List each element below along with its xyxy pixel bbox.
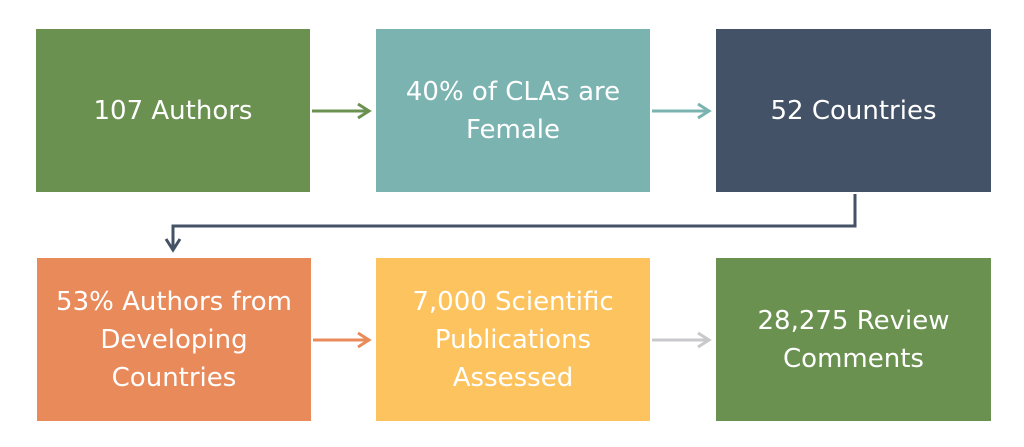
arrow-2-to-3 <box>652 102 712 120</box>
connector-3-to-4 <box>164 194 857 253</box>
box-countries: 52 Countries <box>716 29 991 192</box>
arrow-5-to-6 <box>652 331 712 349</box>
arrow-4-to-5 <box>313 331 372 349</box>
box-publications: 7,000 Scientific Publications Assessed <box>376 258 650 421</box>
box-review-comments: 28,275 Review Comments <box>716 258 991 421</box>
box-authors: 107 Authors <box>36 29 310 192</box>
arrow-1-to-2 <box>312 102 372 120</box>
box-developing-countries: 53% Authors from Developing Countries <box>37 258 311 421</box>
box-female-clas: 40% of CLAs are Female <box>376 29 650 192</box>
